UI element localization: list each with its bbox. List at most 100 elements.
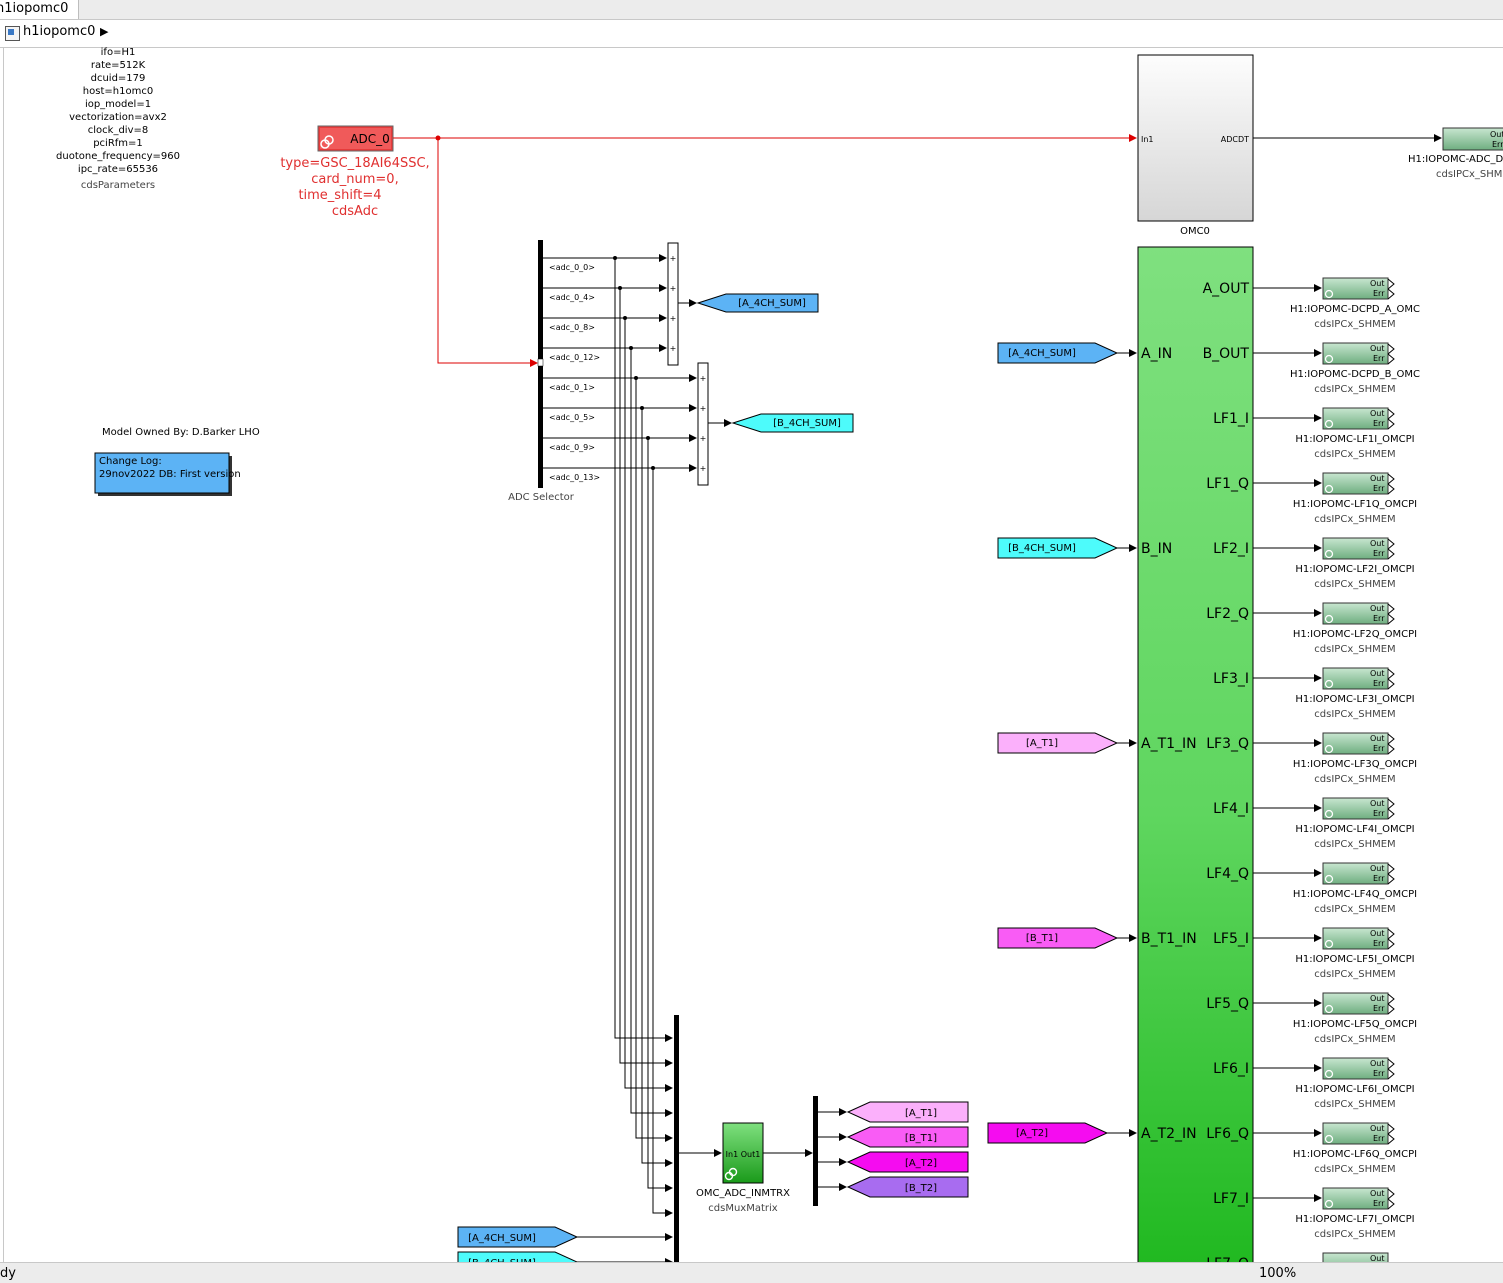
param-line: ifo=H1: [101, 47, 136, 58]
from-tag-label: [A_4CH_SUM]: [468, 1233, 536, 1244]
omc-output-port: LF3_Q: [1206, 736, 1249, 752]
changelog-entry: 29nov2022 DB: First version: [99, 469, 241, 480]
link-icon: [1324, 809, 1334, 819]
plus-sign: +: [670, 254, 677, 263]
adc-block[interactable]: ADC_0: [317, 125, 394, 152]
bottom-from-tags: [A_4CH_SUM][B_4CH_SUM]: [457, 1226, 673, 1262]
shmem-block[interactable]: [1322, 1252, 1389, 1262]
shmem-err-port: Err: [1373, 419, 1385, 428]
shmem-type: cdsIPCx_SHMEM: [1314, 969, 1395, 980]
param-line: ipc_rate=65536: [78, 164, 158, 175]
shmem-err-arrow: [1387, 678, 1395, 690]
plus-sign: +: [700, 434, 707, 443]
shmem-type: cdsIPCx_SHMEM: [1314, 514, 1395, 525]
shmem-err-arrow: [1387, 353, 1395, 365]
omc-output-port: LF4_I: [1213, 801, 1249, 817]
link-icon: [1324, 614, 1334, 624]
shmem-out-arrow: [1387, 863, 1395, 875]
from-tag-label: [A_4CH_SUM]: [1008, 348, 1076, 359]
changelog-title: Change Log:: [99, 456, 162, 467]
link-icon: [1324, 354, 1334, 364]
adc-param-card: card_num=0,: [311, 172, 398, 187]
adc-dt-shmem-block[interactable]: Out Err: [1442, 127, 1503, 151]
shmem-err-port: Err: [1373, 614, 1385, 623]
from-tag[interactable]: [997, 537, 1119, 559]
tab-label: h1iopomc0: [0, 1, 69, 16]
shmem-out-port: Out: [1370, 409, 1385, 418]
shmem-out-arrow: [1387, 993, 1395, 1005]
omc-input-port: A_T1_IN: [1141, 736, 1197, 752]
from-tag[interactable]: [997, 342, 1119, 364]
selector-input-port: [537, 358, 544, 367]
link-icon: [1324, 289, 1334, 299]
omc-output-port: LF5_I: [1213, 931, 1249, 947]
param-line: duotone_frequency=960: [56, 151, 180, 162]
goto-tag[interactable]: [846, 1101, 969, 1123]
omc0-name: OMC0: [1180, 226, 1210, 237]
omc-output-port: LF7_Q: [1206, 1256, 1249, 1262]
from-tag[interactable]: [997, 927, 1119, 949]
changelog-block[interactable]: Change Log: 29nov2022 DB: First version: [94, 452, 241, 496]
omc0-block[interactable]: In1 ADCDT: [1137, 54, 1254, 222]
omc-input-port: A_IN: [1141, 346, 1172, 362]
goto-tag-a-sum[interactable]: [A_4CH_SUM]: [696, 293, 819, 313]
link-icon: [320, 135, 334, 149]
selector-output-label: <adc_0_0>: [549, 263, 595, 272]
shmem-out-arrow: [1387, 278, 1395, 290]
from-tag[interactable]: [987, 1122, 1109, 1144]
param-line: clock_div=8: [88, 125, 148, 136]
omc-main-block[interactable]: [1137, 246, 1254, 1262]
shmem-out-port: Out: [1370, 799, 1385, 808]
goto-tag[interactable]: [846, 1176, 969, 1198]
shmem-err-arrow: [1387, 873, 1395, 885]
mux-bus-bar[interactable]: [674, 1015, 679, 1262]
shmem-name: H1:IOPOMC-DCPD_B_OMC: [1290, 369, 1420, 380]
shmem-type: cdsIPCx_SHMEM: [1314, 774, 1395, 785]
plus-sign: +: [670, 344, 677, 353]
omc0-in-port: In1: [1141, 135, 1154, 144]
goto-tag[interactable]: [846, 1126, 969, 1148]
adc-block-type: cdsAdc: [332, 204, 378, 219]
omc-output-port: LF2_I: [1213, 541, 1249, 557]
omc-input-port: A_T2_IN: [1141, 1126, 1197, 1142]
mux-matrix-block[interactable]: In1 Out1: [722, 1122, 764, 1184]
adc-dt-shmem-name: H1:IOPOMC-ADC_DT: [1408, 154, 1503, 165]
cds-parameters-block[interactable]: ifo=H1rate=512Kdcuid=179host=h1omc0iop_m…: [56, 47, 180, 175]
shmem-name: H1:IOPOMC-LF2I_OMCPI: [1295, 564, 1414, 575]
from-tag-label: [B_4CH_SUM]: [1008, 543, 1076, 554]
from-tag[interactable]: [457, 1226, 579, 1248]
shmem-err-port: Err: [1373, 679, 1385, 688]
from-tag[interactable]: [457, 1251, 579, 1262]
shmem-err-port: Err: [1373, 1069, 1385, 1078]
zoom-level[interactable]: 100%: [1259, 1266, 1297, 1281]
shmem-out-arrow: [1387, 343, 1395, 355]
mux-output-tags: [A_T1][B_T1][A_T2][B_T2]: [818, 1101, 969, 1198]
shmem-name: H1:IOPOMC-LF4I_OMCPI: [1295, 824, 1414, 835]
shmem-out-port: Out: [1370, 1124, 1385, 1133]
omc-output-port: B_OUT: [1203, 346, 1250, 362]
omc-input-port: B_IN: [1141, 541, 1172, 557]
shmem-out-arrow: [1387, 603, 1395, 615]
goto-tag[interactable]: [846, 1151, 969, 1173]
omc-input-port: B_T1_IN: [1141, 931, 1197, 947]
omc-output-port: LF4_Q: [1206, 866, 1249, 882]
omc-output-port: LF1_Q: [1206, 476, 1249, 492]
sum-plus-signs: ++++++++: [670, 254, 707, 473]
tab-model[interactable]: h1iopomc0: [0, 0, 80, 19]
goto-tag-b-sum[interactable]: [B_4CH_SUM]: [731, 413, 854, 433]
shmem-err-arrow: [1387, 613, 1395, 625]
link-icon: [1324, 1004, 1334, 1014]
shmem-out-port: Out: [1370, 474, 1385, 483]
shmem-type: cdsIPCx_SHMEM: [1314, 1164, 1395, 1175]
breadcrumb-model[interactable]: h1iopomc0: [23, 24, 96, 39]
chevron-right-icon[interactable]: ▶: [100, 25, 109, 38]
demux-bar[interactable]: [813, 1096, 818, 1206]
sum-block-a[interactable]: [667, 242, 679, 366]
link-icon: [1324, 484, 1334, 494]
from-tag[interactable]: [997, 732, 1119, 754]
param-line: iop_model=1: [85, 99, 151, 110]
omc-ports: A_OUTB_OUTLF1_ILF1_QLF2_ILF2_QLF3_ILF3_Q…: [1203, 281, 1250, 1262]
adc-param-type: type=GSC_18AI64SSC,: [280, 156, 429, 171]
sum-block-b[interactable]: [697, 362, 709, 486]
